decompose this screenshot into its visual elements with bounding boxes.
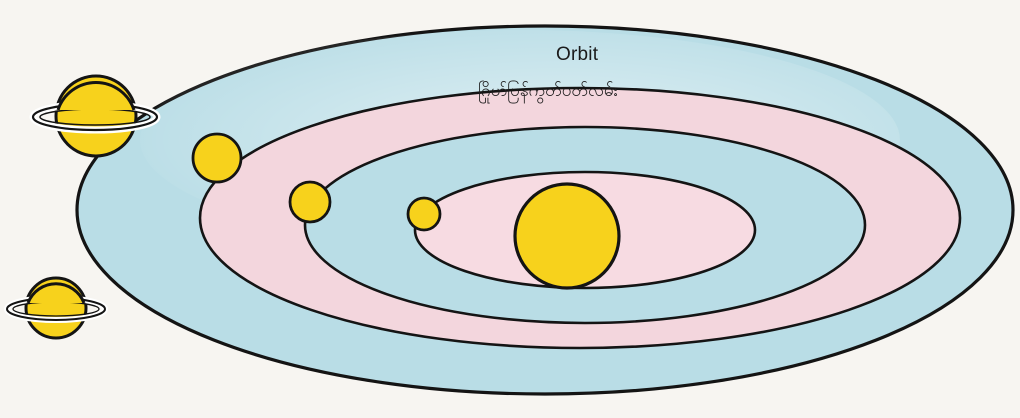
orbit-label-burmese: ဂြိုဟ်ပြန်ကွတ်ပတ်လမ်း: [478, 80, 618, 105]
ringed-planet-lower: [7, 278, 105, 338]
planet-3: [193, 134, 241, 182]
orbit-label-english: Orbit: [556, 44, 598, 66]
sun: [515, 184, 619, 288]
planet-1: [408, 198, 440, 230]
planet-2: [290, 182, 330, 222]
